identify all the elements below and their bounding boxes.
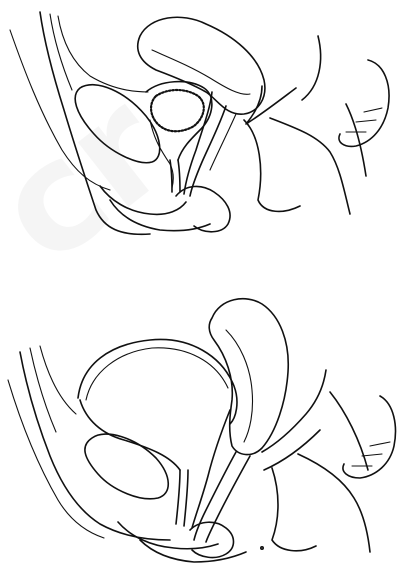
bottom-bladder-inner [86,348,228,400]
watermark-text: cr [0,60,199,297]
top-bladder-inner [151,90,204,131]
bottom-bladder-wall-front [80,400,180,470]
bottom-bladder-wall-back [192,410,230,528]
bottom-anterior-wall-outer [20,352,170,540]
top-uterus-inner [152,50,250,94]
bottom-pubic-bone [85,434,168,499]
bottom-coccyx-seg-2 [362,454,382,456]
bottom-front-line [8,380,104,538]
bottom-urethra-b [184,470,188,526]
bottom-rectum [262,370,326,452]
top-gluteal-3 [346,104,366,176]
bottom-anterior-wall-inner [30,348,56,432]
top-gluteal-2 [270,118,350,214]
bottom-gluteal-1 [272,468,316,551]
top-coccyx-outline [339,60,389,146]
bottom-gluteal-2 [298,454,370,552]
watermark: cr [0,60,199,297]
top-gluteal-1 [244,120,300,211]
bottom-small-dot [261,547,263,549]
bottom-rectum-2 [264,430,320,470]
top-coccyx-seg-2 [356,120,376,122]
bottom-gluteal-3 [330,392,368,470]
bottom-vagina-a [194,452,236,540]
panel-bottom [8,299,395,562]
bottom-bladder [78,339,237,424]
bottom-urethra-a [176,470,180,524]
bottom-coccyx-seg-1 [370,442,390,446]
top-coccyx-seg-1 [364,108,382,112]
top-sacrum-front [302,36,321,100]
bottom-lower-base [118,522,218,549]
top-vagina-c [210,114,236,170]
